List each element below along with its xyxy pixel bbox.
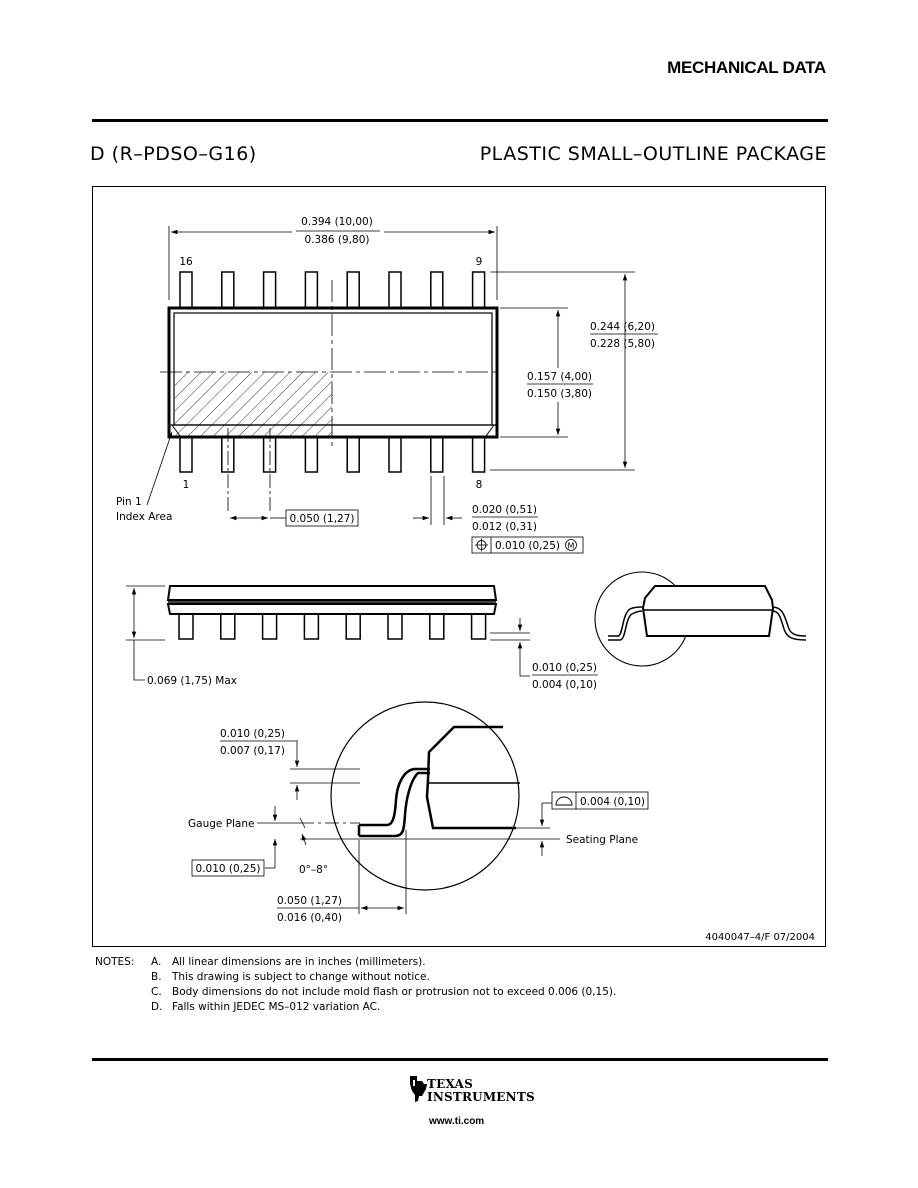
drawing-number: 4040047–4/F 07/2004 — [705, 932, 815, 943]
gauge-dim-label: 0.010 (0,25) — [196, 863, 261, 875]
pin1-label-line1: Pin 1 — [116, 496, 142, 508]
standoff-min-label: 0.004 (0,10) — [532, 679, 597, 691]
mmc-modifier-label: M — [568, 542, 575, 551]
lead-top — [471, 271, 486, 309]
ti-logo-icon — [410, 1076, 427, 1102]
pin-number-8: 8 — [476, 479, 483, 491]
position-tolerance-box — [471, 536, 584, 554]
gauge-plane-label: Gauge Plane — [188, 818, 255, 830]
header-rule — [92, 119, 828, 122]
width-total-min-label: 0.228 (5,80) — [590, 338, 655, 350]
lead-width-max-label: 0.020 (0,51) — [472, 504, 537, 516]
lead-top — [430, 271, 444, 309]
package-code: D (R–PDSO–G16) — [90, 143, 257, 165]
lead-bottom — [304, 436, 319, 473]
lead-top — [221, 271, 235, 309]
length-max-label: 0.394 (10,00) — [301, 216, 373, 228]
foot-length-max-label: 0.050 (1,27) — [277, 895, 342, 907]
pin-number-9: 9 — [476, 256, 483, 268]
body-width-max-label: 0.157 (4,00) — [527, 371, 592, 383]
lead-bottom — [346, 436, 360, 473]
ti-logo: Texas Instruments www.ti.com — [405, 1074, 535, 1132]
note-item: B.This drawing is subject to change with… — [151, 971, 430, 983]
gauge-dim-box — [191, 859, 265, 877]
lead-bottom — [388, 436, 402, 473]
notes-label: NOTES: — [95, 956, 135, 968]
body-width-min-label: 0.150 (3,80) — [527, 388, 592, 400]
length-min-label: 0.386 (9,80) — [305, 234, 370, 246]
lead-bottom — [471, 436, 486, 473]
lead-top — [346, 271, 360, 309]
ti-url: www.ti.com — [429, 1116, 485, 1127]
pin1-index-area — [175, 372, 332, 436]
lead-width-min-label: 0.012 (0,31) — [472, 521, 537, 533]
note-item: C.Body dimensions do not include mold fl… — [151, 986, 617, 998]
lead-bottom — [179, 436, 193, 473]
detail-circle-large — [330, 701, 520, 891]
package-body-side-top — [166, 585, 498, 601]
standoff-max-label: 0.010 (0,25) — [532, 662, 597, 674]
ti-logo-text: Texas Instruments — [427, 1077, 535, 1104]
package-description: PLASTIC SMALL–OUTLINE PACKAGE — [479, 143, 827, 165]
lead-top — [262, 271, 277, 309]
foot-length-min-label: 0.016 (0,40) — [277, 912, 342, 924]
pitch-label: 0.050 (1,27) — [290, 513, 355, 525]
pin-number-1: 1 — [183, 479, 190, 491]
coplanarity-symbol-icon — [555, 796, 573, 806]
mmc-modifier-icon — [565, 539, 577, 551]
bottom-pins — [179, 436, 486, 473]
lead-bottom — [430, 436, 444, 473]
lead-top — [304, 271, 319, 309]
note-item: D.Falls within JEDEC MS–012 variation AC… — [151, 1001, 381, 1013]
drawing-frame — [92, 186, 826, 947]
position-tolerance-label: 0.010 (0,25) — [495, 540, 560, 552]
coplanarity-label: 0.004 (0,10) — [580, 796, 645, 808]
width-total-max-label: 0.244 (6,20) — [590, 321, 655, 333]
lead-thickness-max-label: 0.010 (0,25) — [220, 728, 285, 740]
angle-label: 0°–8° — [299, 864, 328, 876]
pitch-box — [285, 509, 359, 527]
pin1-label-line2: Index Area — [116, 511, 172, 523]
footer-rule — [92, 1058, 828, 1061]
header-title: MECHANICAL DATA — [667, 58, 826, 77]
package-body-side-bottom — [166, 603, 498, 615]
lead-top — [179, 271, 193, 309]
height-max-label: 0.069 (1,75) Max — [147, 675, 237, 687]
seating-plane-label: Seating Plane — [566, 834, 638, 846]
lead-top — [388, 271, 402, 309]
note-item: A.All linear dimensions are in inches (m… — [151, 956, 426, 968]
lead-thickness-min-label: 0.007 (0,17) — [220, 745, 285, 757]
pin-number-16: 16 — [179, 256, 193, 268]
